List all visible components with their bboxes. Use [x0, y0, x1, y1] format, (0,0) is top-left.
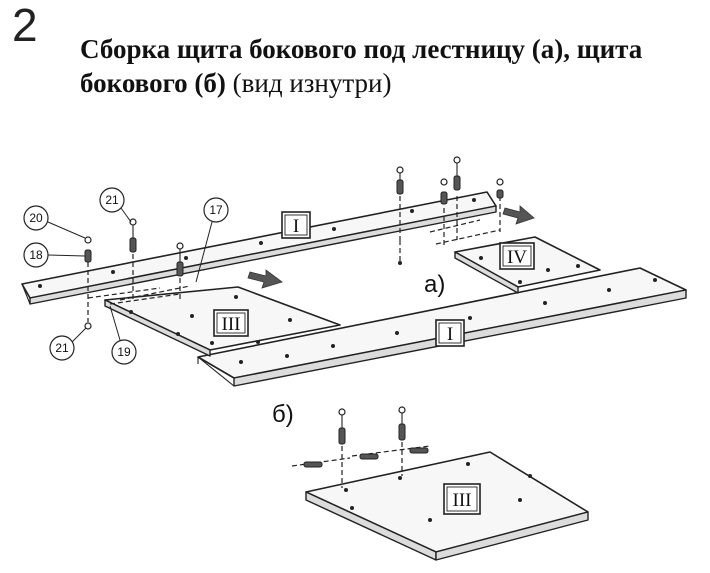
label-III-a: III [222, 314, 241, 335]
title-main: Сборка щита бокового под лестницу (а), щ… [80, 34, 643, 98]
label-box-I-top: I [281, 211, 311, 239]
callout-20-text: 20 [29, 211, 43, 225]
callout-21-top: 21 [99, 187, 132, 223]
dowel-guides [87, 196, 501, 322]
callout-19: 19 [109, 305, 137, 365]
panel-I-top [21, 191, 497, 305]
callout-18: 18 [23, 242, 86, 268]
callout-19-text: 19 [117, 345, 131, 359]
label-box-III-a: III [213, 309, 249, 337]
callout-21-bottom-text: 21 [55, 341, 69, 355]
label-box-IV: IV [499, 242, 535, 270]
label-box-I-bottom: I [435, 319, 465, 347]
callout-20: 20 [23, 205, 86, 239]
fasteners-b [291, 406, 431, 488]
callout-18-text: 18 [29, 248, 43, 262]
label-IV: IV [507, 247, 527, 268]
label-I-bottom: I [447, 324, 453, 345]
step-number: 2 [12, 0, 38, 51]
arrow-right-icon [502, 205, 535, 225]
callout-17: 17 [195, 197, 229, 283]
callout-21-top-text: 21 [105, 193, 119, 207]
callout-21-bottom: 21 [49, 327, 87, 361]
sub-label-a: а) [424, 271, 445, 298]
callout-17-text: 17 [209, 203, 223, 217]
fasteners-a [84, 156, 504, 330]
sub-label-b: б) [272, 401, 294, 428]
label-box-III-b: III [443, 483, 481, 515]
label-III-b: III [453, 490, 472, 511]
step-title: Сборка щита бокового под лестницу (а), щ… [80, 32, 700, 100]
label-I-top: I [293, 216, 299, 237]
arrow-right-icon [247, 269, 283, 289]
title-view-note: (вид изнутри) [232, 68, 392, 98]
